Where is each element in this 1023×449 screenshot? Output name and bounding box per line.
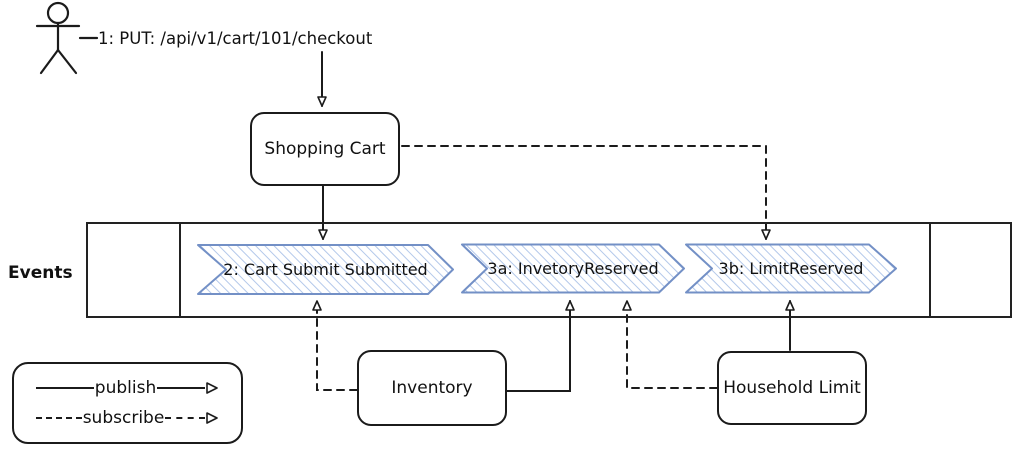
legend-publish-line-tail <box>157 387 206 389</box>
node-inventory-label: Inventory <box>391 378 473 398</box>
node-shopping-cart: Shopping Cart <box>250 112 400 186</box>
legend-publish-row: publish <box>28 378 227 398</box>
legend-publish-line <box>35 387 94 389</box>
events-lane <box>86 222 1012 318</box>
legend-subscribe-label: subscribe <box>82 408 165 428</box>
actor-request-label: 1: PUT: /api/v1/cart/101/checkout <box>98 29 373 48</box>
node-household-limit-label: Household Limit <box>723 378 861 398</box>
actor-icon <box>35 1 99 75</box>
legend-publish-label: publish <box>94 378 157 398</box>
legend-box: publish subscribe <box>12 362 243 444</box>
publish-arrow-inventory-to-event3a <box>505 300 575 392</box>
event-shape-limit-reserved <box>685 243 897 294</box>
event-shape-inventory-reserved <box>461 243 685 294</box>
event-shape-cart-submitted <box>197 244 454 295</box>
legend-subscribe-line-tail <box>165 417 206 419</box>
event-label-limit-reserved: 3b: LimitReserved <box>718 259 864 278</box>
event-label-inventory-reserved: 3a: InvetoryReserved <box>487 259 659 278</box>
legend-publish-arrowhead-icon <box>206 382 219 394</box>
node-inventory: Inventory <box>357 350 507 426</box>
subscribe-arrow-inventory-to-event2 <box>312 300 358 391</box>
actor-head <box>46 1 70 25</box>
actor-left-leg <box>39 48 60 75</box>
subscribe-arrow-shopping-cart-to-event3b <box>401 145 771 240</box>
legend-subscribe-line <box>35 417 82 419</box>
node-shopping-cart-label: Shopping Cart <box>264 139 386 159</box>
legend-subscribe-arrowhead-icon <box>206 412 219 424</box>
events-lane-right-divider <box>929 224 931 316</box>
actor-right-leg <box>56 48 78 75</box>
events-lane-left-divider <box>179 224 181 316</box>
legend-subscribe-row: subscribe <box>28 408 227 428</box>
events-lane-title: Events <box>8 263 73 283</box>
node-household-limit: Household Limit <box>717 351 867 425</box>
event-label-cart-submitted: 2: Cart Submit Submitted <box>223 260 428 279</box>
subscribe-arrow-household-limit-to-event3a <box>622 300 718 389</box>
